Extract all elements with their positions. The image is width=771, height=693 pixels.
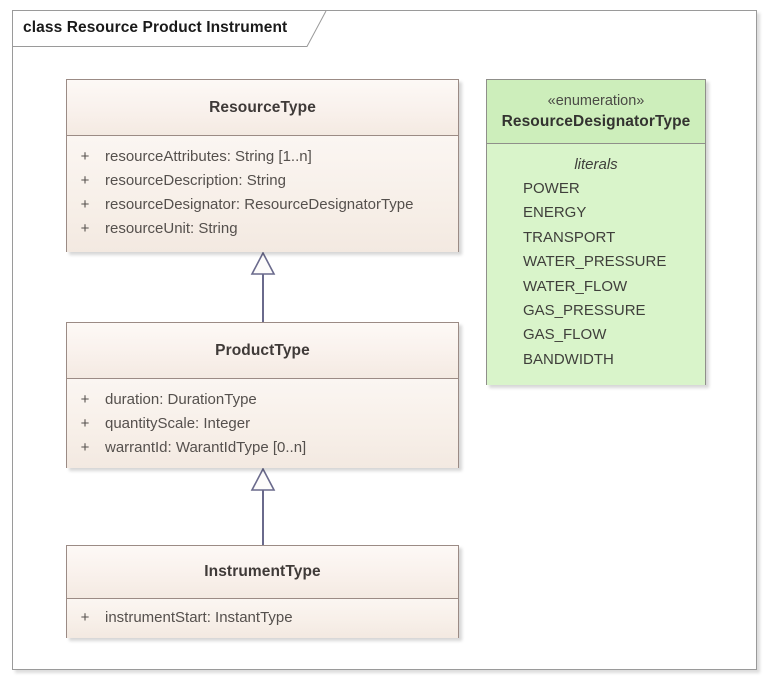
class-header-instrumenttype: InstrumentType — [67, 546, 458, 599]
enumeration-literal: POWER — [523, 180, 580, 197]
enumeration-literal: BANDWIDTH — [523, 350, 614, 368]
attribute-signature: resourceDesignator: ResourceDesignatorTy… — [105, 196, 414, 213]
diagram-frame-tab: class Resource Product Instrument — [12, 10, 326, 46]
enumeration-compartment-label: literals — [574, 156, 618, 173]
attribute-signature: duration: DurationType — [105, 391, 257, 408]
enumeration-name: ResourceDesignatorType — [501, 112, 691, 130]
class-attribute-row: + resourceAttributes: String [1..n] — [67, 145, 458, 169]
class-attribute-row: + resourceDesignator: ResourceDesignator… — [67, 193, 458, 217]
enumeration-header: «enumeration» ResourceDesignatorType — [487, 80, 705, 144]
class-name-instrumenttype: InstrumentType — [204, 563, 321, 580]
attribute-visibility: + — [80, 172, 90, 189]
attribute-visibility: + — [80, 439, 90, 456]
attribute-visibility: + — [80, 148, 90, 165]
class-attribute-row: + resourceDescription: String — [67, 169, 458, 193]
class-node-producttype[interactable]: ProductType + duration: DurationType + q… — [66, 322, 459, 468]
class-node-instrumenttype[interactable]: InstrumentType + instrumentStart: Instan… — [66, 545, 459, 638]
class-attribute-row: + resourceUnit: String — [67, 217, 458, 241]
class-attributes-producttype: + duration: DurationType + quantityScale… — [67, 379, 458, 468]
attribute-visibility: + — [80, 220, 90, 237]
attribute-signature: instrumentStart: InstantType — [105, 609, 293, 626]
class-node-resourcetype[interactable]: ResourceType + resourceAttributes: Strin… — [66, 79, 459, 252]
enumeration-literal: WATER_PRESSURE — [523, 253, 667, 271]
class-attribute-row: + duration: DurationType — [67, 388, 458, 412]
attribute-signature: resourceDescription: String — [105, 172, 286, 189]
attribute-visibility: + — [80, 196, 90, 213]
attribute-visibility: + — [80, 391, 90, 408]
attribute-visibility: + — [80, 415, 90, 432]
enumeration-literal: GAS_PRESSURE — [523, 301, 646, 319]
enumeration-node-resourcedesignatortype[interactable]: «enumeration» ResourceDesignatorType lit… — [486, 79, 706, 385]
attribute-signature: resourceAttributes: String [1..n] — [105, 148, 312, 165]
enumeration-stereotype: «enumeration» — [547, 92, 645, 109]
class-attributes-resourcetype: + resourceAttributes: String [1..n] + re… — [67, 136, 458, 252]
diagram-title: class Resource Product Instrument — [23, 19, 288, 36]
attribute-signature: resourceUnit: String — [105, 220, 238, 237]
class-header-producttype: ProductType — [67, 323, 458, 379]
class-attribute-row: + quantityScale: Integer — [67, 412, 458, 436]
enumeration-literal: GAS_FLOW — [523, 326, 607, 344]
enumeration-literals: literals POWER ENERGY TRANSPORT WATER_PR… — [487, 144, 705, 385]
class-attributes-instrumenttype: + instrumentStart: InstantType — [67, 599, 458, 638]
class-header-resourcetype: ResourceType — [67, 80, 458, 136]
attribute-visibility: + — [80, 609, 90, 626]
class-attribute-row: + instrumentStart: InstantType — [67, 606, 458, 630]
class-name-producttype: ProductType — [215, 341, 310, 359]
attribute-signature: quantityScale: Integer — [105, 415, 251, 432]
class-name-resourcetype: ResourceType — [209, 98, 316, 116]
attribute-signature: warrantId: WarantIdType [0..n] — [105, 439, 307, 456]
class-attribute-row: + warrantId: WarantIdType [0..n] — [67, 436, 458, 460]
enumeration-literal: WATER_FLOW — [523, 277, 628, 295]
enumeration-literal: TRANSPORT — [523, 228, 616, 246]
enumeration-literal: ENERGY — [523, 204, 587, 222]
